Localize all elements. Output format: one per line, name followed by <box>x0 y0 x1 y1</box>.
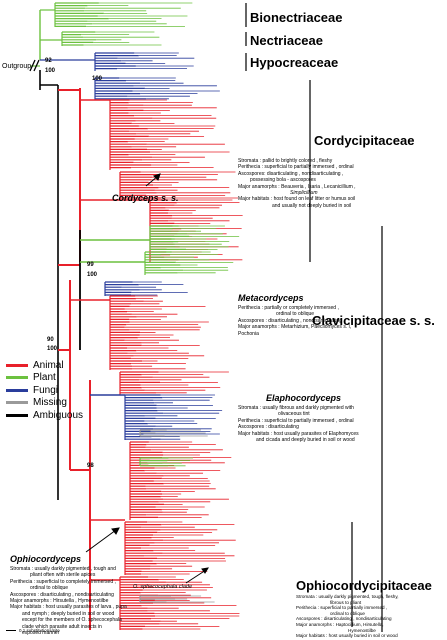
desc-metacordyceps: Perithecia : partially or completely imm… <box>238 305 352 337</box>
legend-swatch <box>6 388 28 392</box>
pointer-arrows <box>85 173 209 584</box>
bootstrap-100: 100 <box>87 272 98 278</box>
bootstrap-100: 100 <box>92 76 103 82</box>
scale-bar-label: 0.1 substitutions/site <box>19 628 60 633</box>
desc-cordycipitaceae: Stromata : pallid to brightly colored , … <box>238 158 356 209</box>
host-legend: Animal Plant Fungi Missing Ambiguous <box>6 359 83 422</box>
arrow-cordyceps-head <box>153 173 161 181</box>
family-nectriaceae: Nectriaceae <box>250 33 323 48</box>
arrow-ophiocordyceps-head <box>111 527 120 535</box>
outgroup-label: Outgroup <box>2 63 32 70</box>
bootstrap-90: 90 <box>47 337 54 343</box>
legend-item-plant: Plant <box>6 372 83 385</box>
scale-bar-line <box>6 630 16 632</box>
bootstrap-98: 98 <box>87 463 94 469</box>
family-hypocreaceae: Hypocreaceae <box>250 55 339 70</box>
bootstrap-92: 92 <box>45 58 52 64</box>
desc-ophiocordycipitaceae: Stromata : usually darkly pigmented, tou… <box>296 594 399 639</box>
family-clavicipitaceae: Clavicipitaceae s. s. <box>312 313 435 328</box>
subclade-sphecocephala: O. sphecocephala clade <box>133 584 193 590</box>
legend-item-fungi: Fungi <box>6 384 83 397</box>
desc-ophiocordyceps: Stromata : usually darkly pigmented , to… <box>10 566 127 637</box>
legend-item-missing: Missing <box>6 397 83 410</box>
legend-swatch <box>6 413 28 417</box>
family-ophiocordycipitaceae: Ophiocordycipitaceae <box>296 578 432 593</box>
legend-item-animal: Animal <box>6 359 83 372</box>
scale-bar: 0.1 substitutions/site <box>6 628 60 633</box>
subclade-metacordyceps: Metacordyceps <box>238 293 304 303</box>
outgroup-mark <box>29 59 40 72</box>
arrow-sphecocephala <box>185 569 207 584</box>
arrow-ophiocordyceps <box>85 529 117 553</box>
family-cordycipitaceae: Cordycipitaceae <box>314 133 415 148</box>
bootstrap-99: 99 <box>87 262 94 268</box>
legend-swatch <box>6 401 28 405</box>
legend-swatch <box>6 376 28 380</box>
subclade-ophiocordyceps: Ophiocordyceps <box>10 554 82 564</box>
subclade-elaphocordyceps: Elaphocordyceps <box>266 393 342 403</box>
desc-elaphocordyceps: Stromata : usually fibrous and darkly pi… <box>238 405 359 444</box>
tree-branches <box>30 2 243 630</box>
legend-item-ambiguous: Ambiguous <box>6 409 83 422</box>
subclade-cordyceps-ss: Cordyceps s. s. <box>112 193 179 203</box>
arrow-sphecocephala-head <box>201 567 209 574</box>
bootstrap-100: 100 <box>47 346 58 352</box>
family-bionectriaceae: Bionectriaceae <box>250 10 343 25</box>
legend-swatch <box>6 363 28 367</box>
bootstrap-100: 100 <box>45 68 56 74</box>
family-brackets <box>245 3 383 632</box>
